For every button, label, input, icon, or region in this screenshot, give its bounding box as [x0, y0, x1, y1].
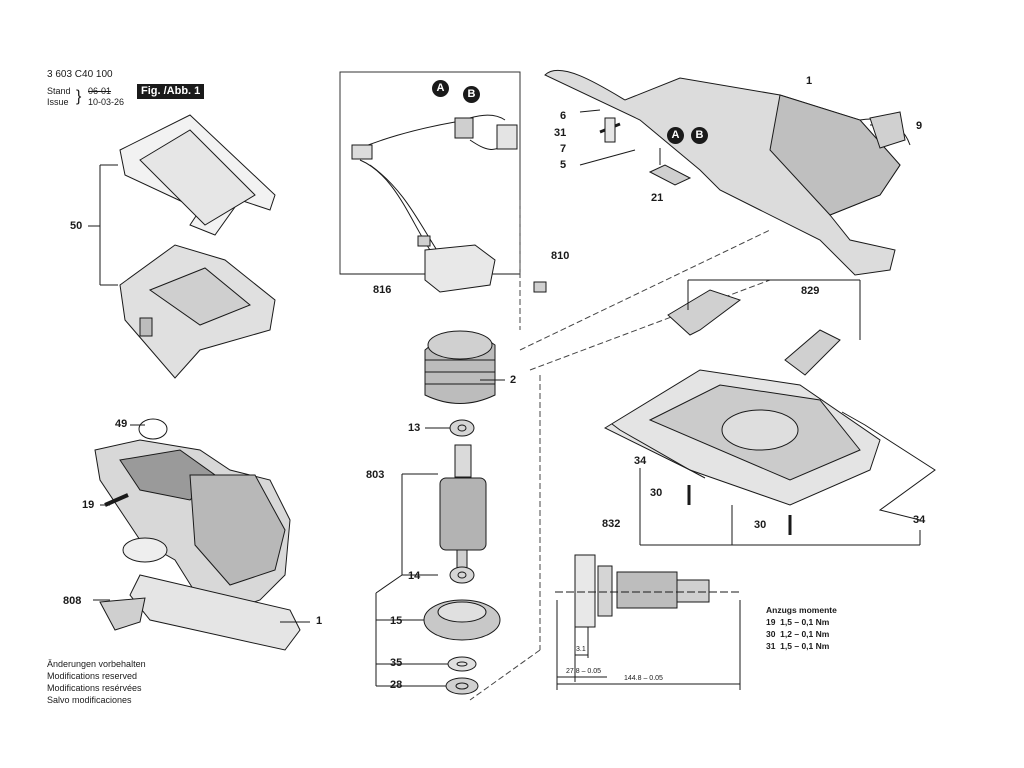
- callout-19: 19: [82, 499, 95, 511]
- connector-a-right: A: [667, 127, 684, 144]
- torque-row: 31 1,5 – 0,1 Nm: [766, 641, 830, 651]
- callout-1-top: 1: [806, 75, 813, 87]
- callout-50: 50: [70, 220, 83, 232]
- footer-line: Modifications reserved: [47, 671, 138, 681]
- callout-30-a: 30: [650, 487, 663, 499]
- stand-date: 06-01: [88, 86, 112, 96]
- dust-box-lid-part: [119, 114, 276, 236]
- callout-6: 6: [560, 110, 567, 122]
- torque-row: 19 1,5 – 0,1 Nm: [766, 617, 830, 627]
- callout-829: 829: [801, 285, 820, 297]
- dust-box-body-part: [119, 244, 276, 379]
- connector-a-top: A: [432, 80, 449, 97]
- callout-5: 5: [560, 159, 567, 171]
- footer-line: Modifications resérvées: [47, 683, 142, 693]
- nut-28-part: [445, 677, 479, 695]
- callout-7: 7: [560, 143, 567, 155]
- connector-b-top: B: [463, 86, 480, 103]
- stand-label: Stand: [47, 86, 71, 96]
- callout-34-right: 34: [913, 514, 926, 526]
- sander-assembly-part: [94, 418, 301, 651]
- callout-15: 15: [390, 615, 403, 627]
- spring-clip-34-left-part: [611, 423, 706, 479]
- callout-1-bottom: 1: [316, 615, 323, 627]
- footer-line: Salvo modificaciones: [47, 695, 132, 705]
- callout-30-b: 30: [754, 519, 767, 531]
- part-number: 3 603 C40 100: [47, 69, 113, 80]
- footer-line: Änderungen vorbehalten: [47, 659, 146, 669]
- callout-31: 31: [554, 127, 567, 139]
- callout-49: 49: [115, 418, 128, 430]
- flap-808-part: [99, 597, 146, 631]
- brace-glyph: }: [76, 88, 82, 105]
- switch-wiring-part: [351, 114, 547, 293]
- callout-21: 21: [651, 192, 664, 204]
- dimension-144-8: 144.8 – 0.05: [624, 675, 663, 682]
- flap-9-part: [869, 111, 906, 149]
- dimension-27-8: 27.8 – 0.05: [566, 668, 602, 675]
- clamp-829-right-part: [784, 329, 841, 376]
- torque-row: 30 1,2 – 0,1 Nm: [766, 629, 830, 639]
- callout-832: 832: [602, 518, 621, 530]
- figure-badge: Fig. /Abb. 1: [137, 84, 205, 99]
- screw-19-part: [104, 493, 129, 507]
- callout-816: 816: [373, 284, 392, 296]
- callout-808: 808: [63, 595, 82, 607]
- clamp-7-part: [604, 117, 616, 143]
- callout-13: 13: [408, 422, 421, 434]
- callout-28: 28: [390, 679, 403, 691]
- spring-clip-34-right-part: [841, 411, 936, 521]
- dimension-3-1: 3.1: [576, 646, 586, 653]
- armature-part: [439, 444, 487, 571]
- armature-dimension-drawing: [555, 554, 741, 690]
- bearing-14-part: [449, 566, 475, 584]
- stator-part: [424, 330, 496, 404]
- callout-810: 810: [551, 250, 570, 262]
- callout-34-left: 34: [634, 455, 647, 467]
- clamp-829-left-part: [667, 289, 742, 336]
- torque-title: Anzugs momente: [766, 605, 837, 615]
- connector-b-right: B: [691, 127, 708, 144]
- callout-14: 14: [408, 570, 421, 582]
- callout-803: 803: [366, 469, 385, 481]
- housing-part: [544, 69, 911, 276]
- issue-label: Issue: [47, 97, 69, 107]
- washer-35-part: [447, 656, 477, 672]
- issue-date: 10-03-26: [88, 97, 125, 107]
- base-plate-part: [603, 369, 881, 506]
- callout-35: 35: [390, 657, 403, 669]
- bearing-13-part: [449, 419, 475, 437]
- callout-9: 9: [916, 120, 923, 132]
- fan-15-part: [423, 599, 501, 641]
- cable-guard-21-part: [648, 164, 692, 186]
- callout-2: 2: [510, 374, 517, 386]
